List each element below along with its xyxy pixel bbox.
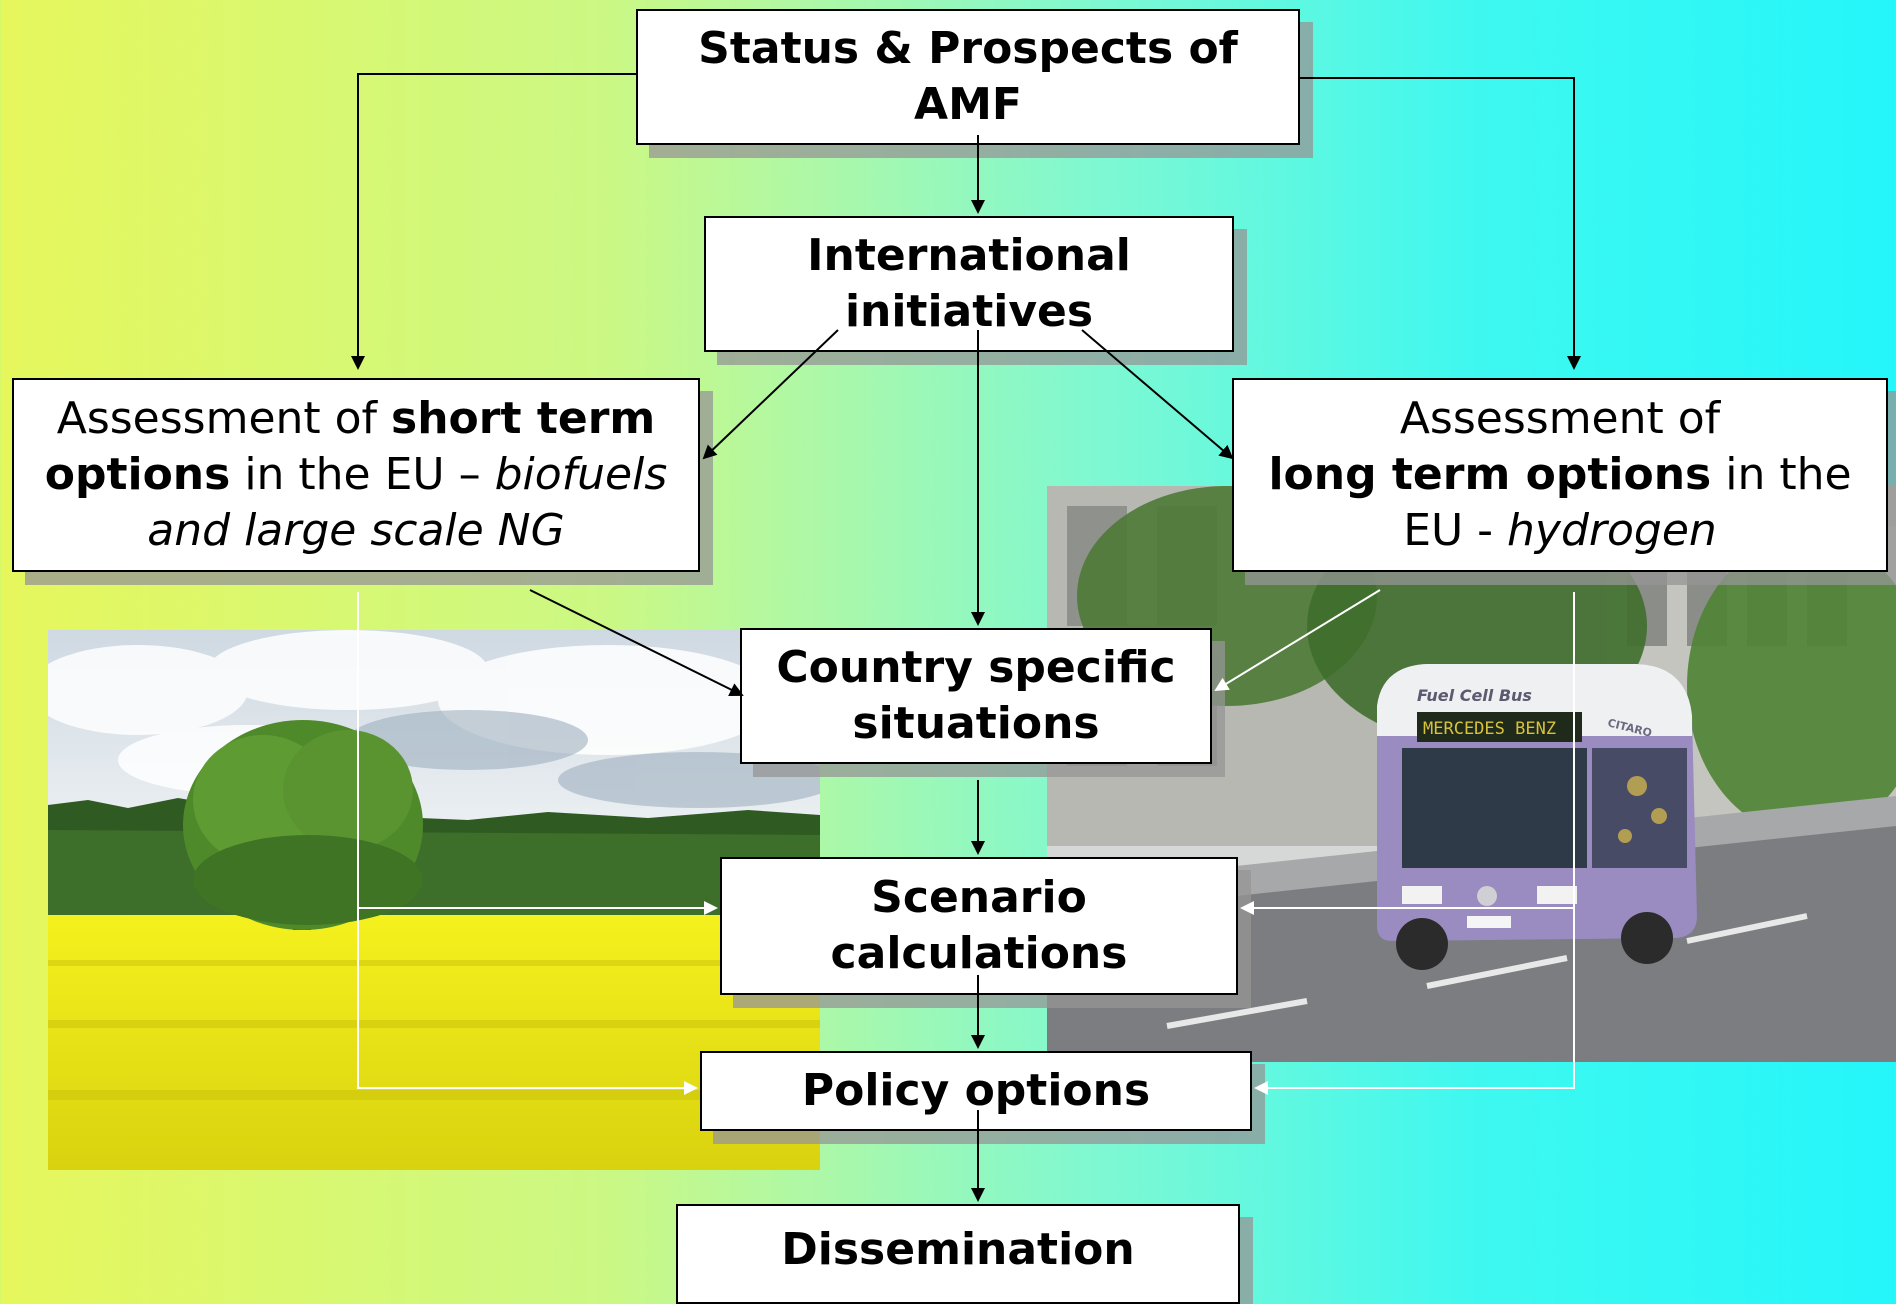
long-term-post: in the: [1711, 449, 1852, 500]
international-line-1: International: [807, 230, 1131, 281]
short-term-bold-2: options: [44, 449, 231, 500]
policy-options-box: Policy options: [700, 1051, 1252, 1131]
scenario-calculations-box: Scenario calculations: [720, 857, 1238, 995]
short-term-bold-1: short term: [391, 393, 656, 444]
short-term-line-1: Assessment of short term: [57, 391, 656, 447]
short-term-italic-1: biofuels: [494, 449, 668, 500]
status-line-1: Status & Prospects of: [698, 23, 1238, 74]
long-term-line-2: long term options in the: [1268, 447, 1851, 503]
international-line-2: initiatives: [844, 286, 1094, 337]
long-term-line-1: Assessment of: [1399, 393, 1721, 444]
status-prospects-box: Status & Prospects of AMF: [636, 9, 1300, 145]
short-term-mid: in the EU –: [230, 449, 495, 500]
country-line-1: Country specific: [776, 642, 1176, 693]
long-term-pre3: EU -: [1403, 505, 1508, 556]
country-specific-box: Country specific situations: [740, 628, 1212, 764]
long-term-italic: hydrogen: [1507, 505, 1717, 556]
short-term-line-2: options in the EU – biofuels: [45, 447, 668, 503]
dissemination-line-1: Dissemination: [781, 1224, 1135, 1275]
long-term-options-box: Assessment of long term options in the E…: [1232, 378, 1888, 572]
long-term-bold: long term options: [1268, 449, 1712, 500]
short-term-options-box: Assessment of short term options in the …: [12, 378, 700, 572]
dissemination-box: Dissemination: [676, 1204, 1240, 1304]
long-term-line-3: EU - hydrogen: [1403, 503, 1717, 559]
bus-sign-top: Fuel Cell Bus: [1417, 686, 1532, 705]
scenario-line-1: Scenario: [871, 872, 1087, 923]
scenario-line-2: calculations: [830, 928, 1128, 979]
country-line-2: situations: [852, 698, 1100, 749]
short-term-pre: Assessment of: [56, 393, 392, 444]
arrow-status-to-long: [1300, 77, 1581, 370]
short-term-italic-2: and large scale NG: [147, 505, 565, 556]
status-line-2: AMF: [914, 79, 1022, 130]
arrow-status-to-short: [351, 73, 636, 370]
bus-destination-sign: MERCEDES BENZ: [1423, 719, 1556, 739]
policy-line-1: Policy options: [801, 1065, 1151, 1116]
international-initiatives-box: International initiatives: [704, 216, 1234, 352]
